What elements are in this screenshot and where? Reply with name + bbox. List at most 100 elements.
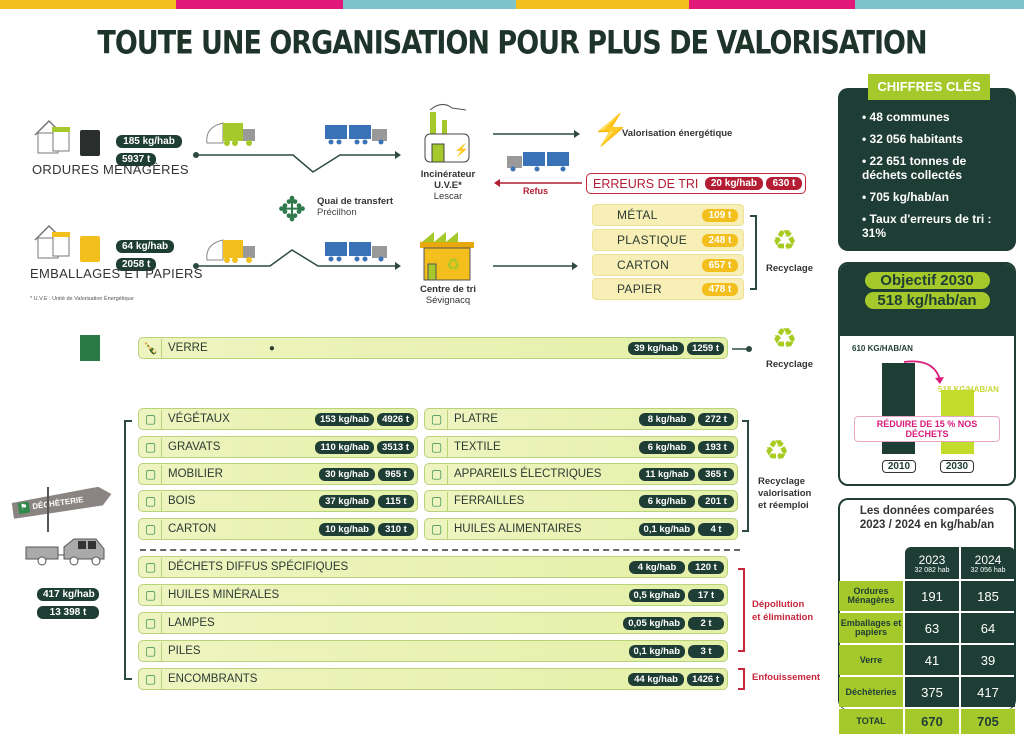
recycle-icon: ♻ <box>772 323 798 354</box>
uve-arrows <box>493 130 582 187</box>
house-bin-icon <box>33 222 73 260</box>
dest1-line: Recyclage <box>758 476 806 487</box>
verre-kg: 39 kg/hab <box>628 341 685 355</box>
verre-connector <box>732 346 752 352</box>
verre-label: VERRE ● <box>168 342 275 354</box>
waste-icon: ▢ <box>140 491 162 511</box>
waste-label: MOBILIER <box>168 468 223 480</box>
incinerator-icon: ⚡ <box>422 100 472 169</box>
black-bin-icon <box>80 130 100 156</box>
ep-kg: 64 kg/hab <box>116 240 174 253</box>
cell-value: 375 <box>905 677 959 707</box>
tri-place: Sévignacq <box>425 295 471 306</box>
decheterie-kg: 417 kg/hab <box>37 588 99 601</box>
waste-label: LAMPES <box>168 617 215 629</box>
waste-kg: 0,05 kg/hab <box>623 616 685 630</box>
waste-t: 193 t <box>698 440 734 454</box>
sorted-label: PAPIER <box>617 282 662 296</box>
waste-t: 3 t <box>688 644 724 658</box>
decheterie-label: DÉCHÈTERIE <box>31 494 84 511</box>
car-trailer-icon <box>24 535 108 574</box>
waste-icon: ▢ <box>426 409 448 429</box>
sorted-label: PLASTIQUE <box>617 233 688 247</box>
reduction-banner: RÉDUIRE DE 15 % NOS DÉCHETS <box>854 416 1000 442</box>
key-figure-item: • 32 056 habitants <box>862 132 963 146</box>
container-truck-icon <box>325 240 389 269</box>
waste-icon: ▢ <box>426 437 448 457</box>
waste-icon: ▢ <box>140 409 162 429</box>
color-strip <box>0 0 176 9</box>
exit-icon: ⚑ <box>18 501 30 513</box>
tri-title: Centre de tri <box>420 284 476 295</box>
waste-kg: 44 kg/hab <box>628 672 685 686</box>
waste-label: HUILES MINÉRALES <box>168 589 280 601</box>
sign-post <box>47 487 49 532</box>
garbage-truck-icon <box>205 121 257 152</box>
cell-value: 41 <box>905 645 959 675</box>
waste-t: 965 t <box>378 467 414 481</box>
row-label: Emballages et papiers <box>839 613 903 643</box>
cell-value: 417 <box>961 677 1015 707</box>
verre-dest: Recyclage <box>766 359 814 370</box>
waste-t: 365 t <box>698 467 734 481</box>
bracket <box>738 668 745 690</box>
color-strip <box>176 0 343 9</box>
waste-t: 201 t <box>698 494 734 508</box>
decheterie-sign: ⚑ DÉCHÈTERIE <box>11 485 113 519</box>
waste-kg: 153 kg/hab <box>314 412 375 426</box>
cell-value: 185 <box>961 581 1015 611</box>
cell-value: 64 <box>961 613 1015 643</box>
waste-kg: 11 kg/hab <box>639 467 695 481</box>
sorted-t: 657 t <box>702 258 738 272</box>
glass-bin-icon <box>80 335 100 361</box>
dest1-line: et réemploi <box>758 500 809 511</box>
transfer-arrows-icon: ✥ <box>277 191 307 229</box>
yellow-bin-icon <box>80 236 100 262</box>
bar2030-label: 518 KG/HAB/AN <box>938 385 999 394</box>
quai-place: Précilhon <box>317 207 357 218</box>
garbage-truck-icon <box>205 238 257 269</box>
key-figure-item: • 48 communes <box>862 110 950 124</box>
sorted-label: CARTON <box>617 258 670 272</box>
color-strip <box>689 0 855 9</box>
erreurs-t: 630 t <box>766 177 802 190</box>
waste-kg: 4 kg/hab <box>629 560 685 574</box>
waste-label: ENCOMBRANTS <box>168 673 258 685</box>
recycle-icon: ♻ <box>772 225 798 256</box>
page-title: TOUTE UNE ORGANISATION POUR PLUS DE VALO… <box>97 24 927 63</box>
waste-t: 2 t <box>688 616 724 630</box>
objectif-value: 518 kg/hab/an <box>864 292 990 309</box>
key-figures-panel: • 48 communes• 32 056 habitants• 22 651 … <box>838 88 1016 251</box>
waste-label: GRAVATS <box>168 441 221 453</box>
waste-label: PLATRE <box>454 413 498 425</box>
cell-value: 191 <box>905 581 959 611</box>
uve-place: Lescar <box>433 191 463 202</box>
waste-label: TEXTILE <box>454 441 501 453</box>
waste-kg: 10 kg/hab <box>319 522 375 536</box>
waste-kg: 37 kg/hab <box>319 494 375 508</box>
quai-title: Quai de transfert <box>317 196 394 207</box>
waste-kg: 0,1 kg/hab <box>628 644 685 658</box>
sorting-center-icon: ♻ <box>418 228 478 287</box>
sorted-t: 478 t <box>702 282 738 296</box>
color-strip <box>855 0 1024 9</box>
dashed-divider <box>140 549 740 551</box>
waste-kg: 6 kg/hab <box>639 494 695 508</box>
objectif-panel: Objectif 2030 518 kg/hab/an 610 KG/HAB/A… <box>838 262 1016 486</box>
footnote: * U.V.E : Unité de Valorisation Énergéti… <box>30 296 134 302</box>
waste-t: 3513 t <box>377 440 414 454</box>
waste-icon: ▢ <box>140 669 162 689</box>
